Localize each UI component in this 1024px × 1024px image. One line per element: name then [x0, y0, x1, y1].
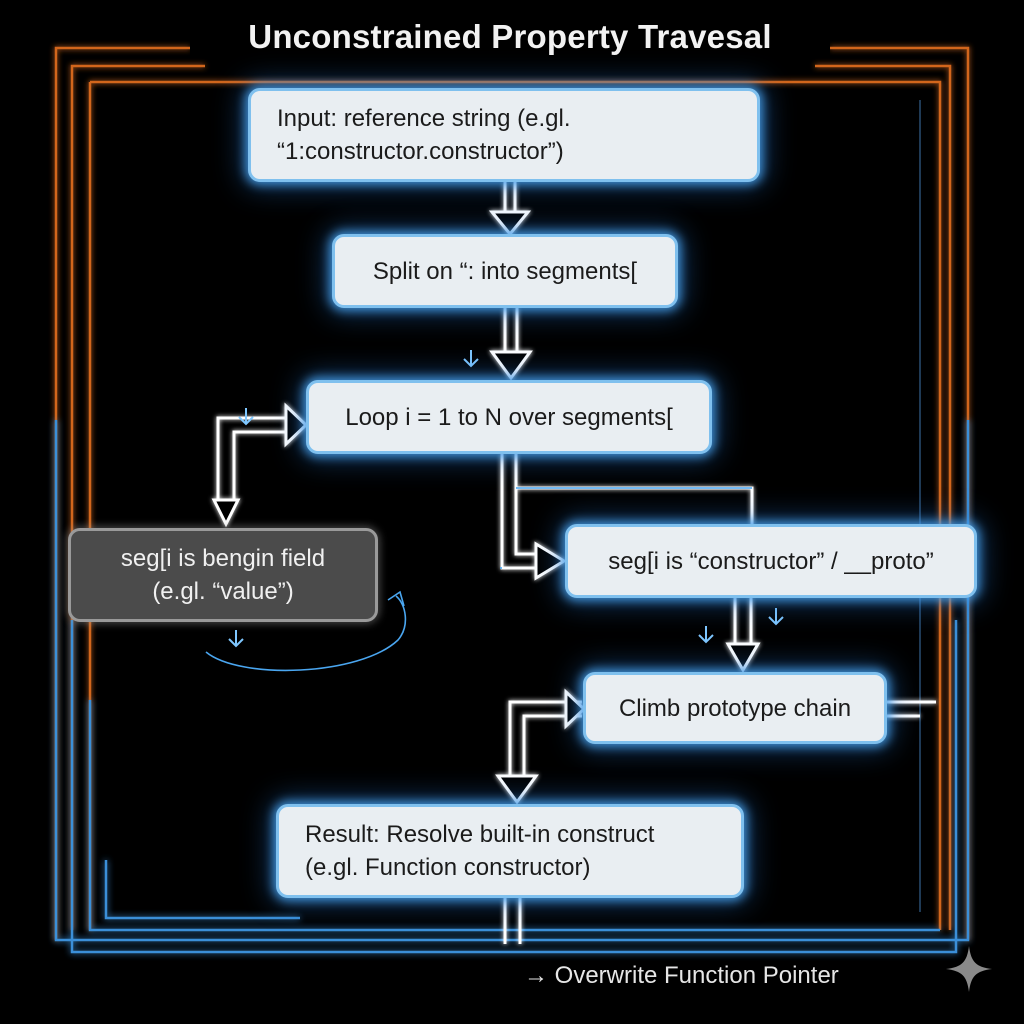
- result-node: Result: Resolve built-in construct (e.gl…: [276, 804, 744, 898]
- result-node-line-1: Result: Resolve built-in construct: [305, 821, 655, 848]
- accent-connectors: [205, 487, 752, 672]
- loop-node-text: Loop i = 1 to N over segments[: [345, 403, 673, 431]
- arrow-down-icon: [228, 350, 784, 648]
- input-node: Input: reference string (e.gl. “1:constr…: [248, 88, 760, 182]
- diagram-title: Unconstrained Property Travesal: [190, 18, 830, 56]
- benign-field-line-2: (e.gl. “value”): [152, 578, 294, 605]
- benign-field-line-1: seg[i is bengin field: [120, 545, 326, 572]
- split-node-text: Split on “: into segments[: [372, 257, 638, 285]
- constructor-node-text: seg[i is “constructor” / __proto”: [608, 547, 934, 575]
- overwrite-function-pointer-label: → Overwrite Function Pointer: [524, 962, 839, 989]
- climb-node: Climb prototype chain: [583, 672, 887, 744]
- connectors: [211, 182, 936, 944]
- input-node-line-2: “1:constructor.constructor”): [277, 138, 564, 165]
- sparkle-icon: [946, 946, 992, 992]
- input-node-line-1: Input: reference string (e.gl.: [277, 105, 571, 132]
- split-node: Split on “: into segments[: [332, 234, 678, 308]
- benign-field-node: seg[i is bengin field (e.gl. “value”): [68, 528, 378, 622]
- loop-node: Loop i = 1 to N over segments[: [306, 380, 712, 454]
- result-node-line-2: (e.gl. Function constructor): [305, 854, 591, 881]
- climb-node-text: Climb prototype chain: [618, 694, 852, 722]
- blue-frame: [54, 420, 970, 954]
- constructor-node: seg[i is “constructor” / __proto”: [565, 524, 977, 598]
